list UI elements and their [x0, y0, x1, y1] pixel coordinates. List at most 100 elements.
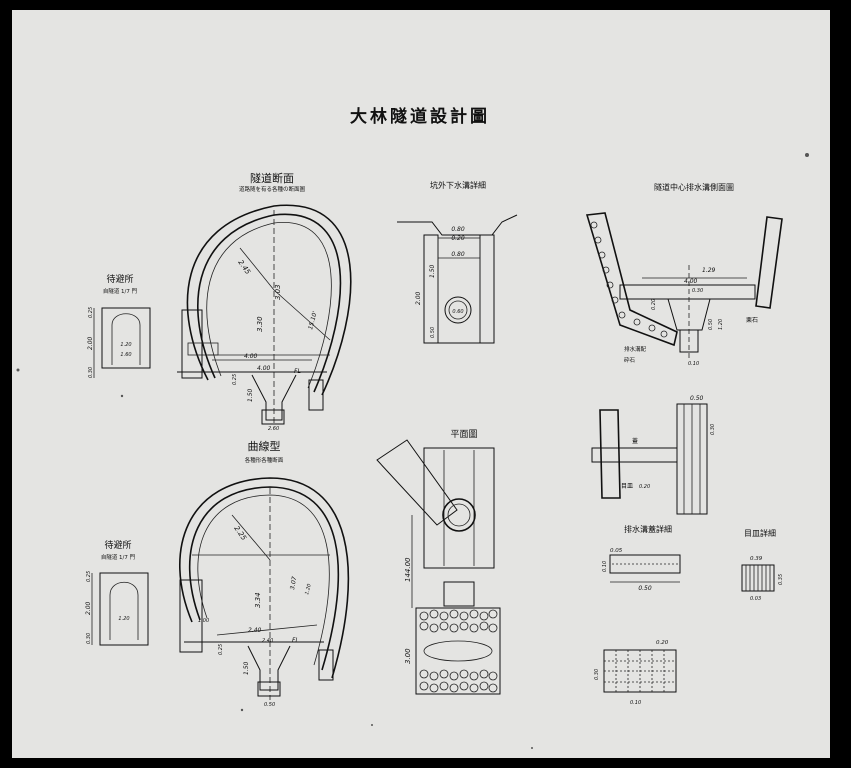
grate-detail-drawing: 目皿詳細 0.39 0.35 0.03: [741, 528, 784, 602]
plan-gravel-block: [415, 607, 501, 695]
curved-dim-2: 3.34: [254, 592, 262, 608]
mesh-detail-dim-1: 0.20: [656, 640, 669, 646]
tunnel-dim-10: 2.60: [268, 426, 279, 432]
refuge-top-dim-4: 1.20: [120, 342, 131, 348]
plan-channel: [423, 447, 495, 569]
curved-dim-9: FL: [292, 637, 299, 644]
curved-dim-3: 3.07: [289, 576, 298, 591]
grate-detail-bars: [745, 565, 771, 591]
grate-detail-dim-1: 0.39: [750, 556, 763, 562]
grate-detail-title: 目皿詳細: [744, 528, 776, 538]
refuge-top-frame: [101, 307, 151, 369]
drain-section-dim-7: 0.10: [688, 361, 699, 367]
tunnel-dim-3: 3.30: [256, 316, 264, 332]
curved-right-footing: [318, 649, 334, 681]
tunnel-left-footing: [187, 342, 219, 356]
curved-arch-outer: [179, 477, 350, 679]
curved-dim-11: 1.20: [304, 583, 313, 595]
cover-detail-title: 排水溝蓋詳細: [624, 524, 672, 534]
curved-dim-5: 2.40: [248, 627, 262, 634]
tunnel-section-subtitle: 道路随を有る各種の断面圖: [239, 185, 306, 193]
cover-detail-dim-2: 0.10: [602, 561, 608, 572]
refuge-bottom-drawing: 待避所 自隧道 1/7 門 0.25 2.00 0.30 1.20: [85, 539, 149, 646]
drain-detail-title: 坑外下水溝詳細: [430, 180, 486, 190]
mesh-detail-drawing: 0.20 0.30 0.10: [594, 640, 677, 706]
drain-dim-7: 0.60: [452, 309, 463, 315]
drain-dim-6: 0.50: [430, 327, 436, 338]
refuge-top-drawing: 待避所 自隧道 1/7 門 0.25 2.00 0.30 1.20 1.60: [87, 273, 151, 378]
refuge-bottom-dim-2: 2.00: [85, 601, 92, 615]
refuge-bottom-dim-4: 1.20: [118, 616, 129, 622]
drain-section-floor-slab: [619, 284, 756, 300]
tunnel-arch-lining: [206, 222, 332, 389]
drain-dim-1: 0.80: [451, 226, 465, 233]
drain-pipe-opening: [444, 296, 472, 324]
drain-section-left-lining: [585, 212, 678, 347]
drain-ground-line: [397, 214, 518, 236]
cover-detail-plate: [609, 554, 681, 574]
refuge-bottom-subtitle: 自隧道 1/7 門: [101, 553, 136, 561]
refuge-top-dim-3: 0.30: [88, 367, 94, 378]
mesh-detail-dim-2: 0.30: [594, 669, 600, 680]
curved-type-subtitle: 各種形各種断面: [245, 456, 284, 464]
refuge-bottom-title: 待避所: [104, 539, 131, 551]
tunnel-dim-8: 15.10': [307, 310, 319, 330]
tunnel-drain-box: [261, 409, 285, 425]
drain-pipe-inner: [448, 300, 468, 320]
side-detail-dim-3: 0.20: [639, 484, 650, 490]
plan-dim-2: 3.00: [404, 648, 412, 664]
drain-section-note-3: 栗石: [746, 317, 758, 324]
tunnel-dim-7: 0.25: [232, 374, 238, 385]
plan-manhole-inner: [447, 503, 471, 527]
drain-section-right-lining: [755, 216, 783, 309]
drain-shaft-right: [479, 234, 495, 344]
refuge-top-dim-2: 2.00: [87, 336, 94, 350]
cover-detail-drawing: 排水溝蓋詳細 0.05 0.10 0.50: [602, 524, 681, 592]
curved-floor-tilt: [216, 624, 318, 636]
curved-arch-inner: [188, 486, 340, 671]
refuge-bottom-dim-3: 0.30: [86, 633, 92, 644]
side-detail-wall: [599, 409, 621, 499]
drain-section-dim-1: 1.29: [702, 267, 716, 274]
drawing-canvas: 大林隧道設計圖 隧道断面 道路随を有る各種の断面圖 2.45 3.03 3.30…: [16, 106, 809, 749]
tunnel-drain-funnel: [251, 374, 297, 421]
drain-dim-4: 2.00: [415, 291, 422, 305]
plan-gravel-fill: [419, 609, 498, 693]
tunnel-dim-9: FL: [294, 368, 301, 375]
refuge-top-niche: [111, 313, 141, 365]
paper-noise: [16, 153, 809, 749]
refuge-top-dim-5: 1.60: [120, 352, 131, 358]
drain-section-dim-6: 1.20: [718, 319, 724, 330]
side-detail-drawing: 0.50 0.30 0.20 蓋 目皿: [591, 395, 716, 515]
tunnel-dim-6: 1.50: [247, 388, 254, 402]
drain-dim-2: 0.20: [451, 235, 465, 242]
drain-section-note-1: 排水溝配: [624, 345, 647, 353]
plan-branch-pipe: [376, 439, 458, 526]
refuge-top-subtitle: 自隧道 1/7 門: [103, 287, 138, 295]
curved-type-drawing: 曲線型 各種形各種断面 2.25 3.34 3.07 1.50 2.40 1.0…: [179, 439, 350, 708]
side-detail-dim-1: 0.50: [690, 395, 704, 402]
curved-dim-7: 0.25: [218, 644, 224, 655]
refuge-bottom-dim-1: 0.25: [86, 571, 92, 582]
sheet-title: 大林隧道設計圖: [350, 106, 490, 127]
grate-detail-dim-3: 0.03: [750, 596, 761, 602]
curved-dim-10: 0.50: [264, 702, 275, 708]
refuge-bottom-frame: [99, 572, 149, 646]
curved-type-title: 曲線型: [248, 439, 281, 453]
side-detail-note-2: 目皿: [621, 483, 633, 490]
drain-section-note-2: 砕石: [624, 356, 636, 364]
tunnel-section-drawing: 隧道断面 道路随を有る各種の断面圖 2.45 3.03 3.30 4.00 4.…: [177, 171, 352, 432]
mesh-detail-dim-3: 0.10: [630, 700, 641, 706]
drain-dim-3: 0.80: [451, 251, 465, 258]
grate-detail-dim-2: 0.35: [778, 574, 784, 585]
drain-shaft-left: [423, 234, 439, 344]
drain-section-title: 隧道中心排水溝側面圖: [654, 182, 734, 192]
drain-section-gravel: [590, 221, 668, 338]
plan-manhole: [442, 498, 476, 532]
curved-radius-line: [231, 514, 271, 561]
tunnel-dim-4: 4.00: [244, 353, 258, 360]
tunnel-radius-line: [239, 247, 275, 291]
plan-drawing: 平面圖 144.00 3.00: [376, 429, 501, 695]
tunnel-dim-1: 2.45: [236, 259, 252, 277]
curved-dim-6: 1.00: [198, 618, 209, 624]
